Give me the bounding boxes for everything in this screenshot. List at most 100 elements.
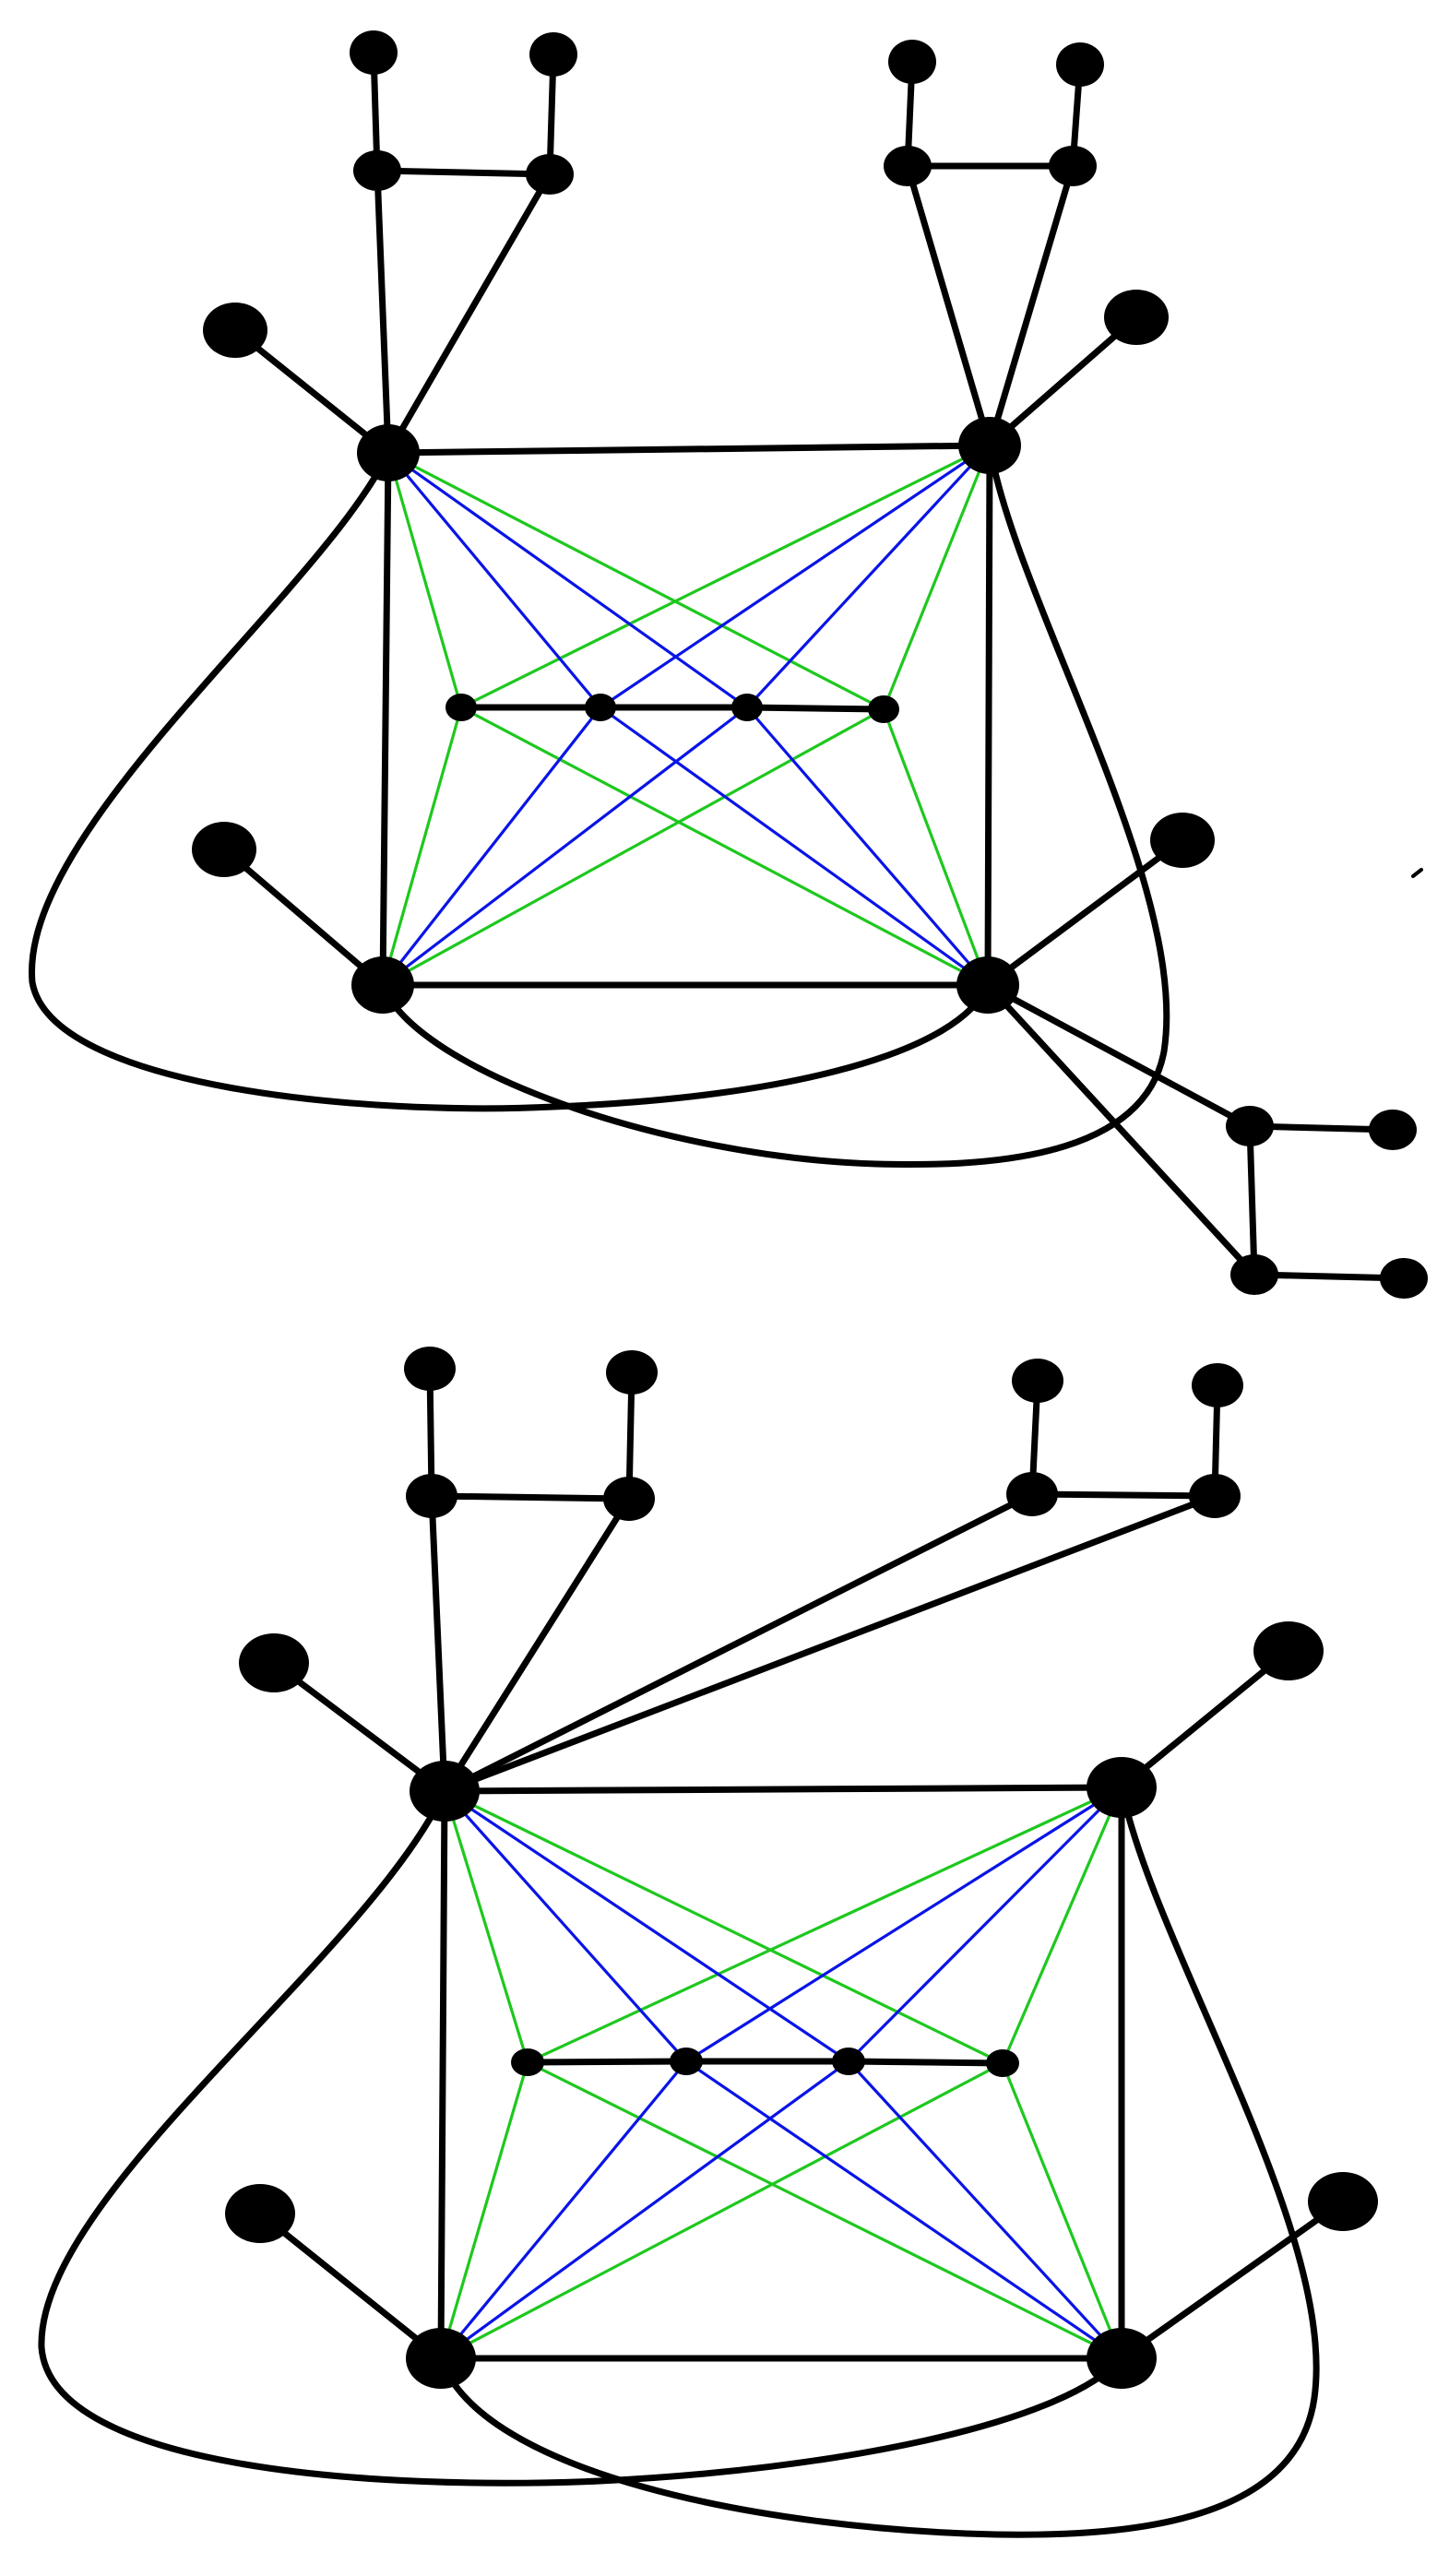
bottom-edge-green-22	[443, 1789, 529, 2064]
top-node-r3	[1230, 1254, 1278, 1295]
bottom-edge-black-12	[441, 1495, 633, 1795]
top-edge-black-16	[904, 162, 993, 449]
top-edge-blue-39	[381, 706, 602, 987]
bottom-edge-green-24	[526, 1786, 1123, 2064]
top-edge-black-20	[220, 846, 386, 989]
top-node-bl	[351, 956, 414, 1014]
bottom-edge-black-20	[256, 2210, 445, 2362]
top-edge-black-18	[232, 326, 392, 457]
top-node-lbr	[1150, 813, 1215, 868]
top-edge-black-11	[374, 167, 392, 457]
bottom-edge-black-11	[428, 1492, 448, 1795]
top-edge-black-24	[1246, 1122, 1258, 1278]
bottom-edge-green-27	[439, 2061, 1004, 2360]
bottom-node-a2	[606, 1350, 658, 1395]
top-edge-blue-38	[745, 444, 992, 709]
top-edge-black-17	[986, 162, 1076, 449]
top-edges	[29, 49, 1407, 1282]
bottom-edge-black-18	[270, 1659, 448, 1795]
top-edge-green-31	[381, 706, 463, 987]
top-edge-blue-40	[381, 706, 749, 987]
bottom-edge-blue-33	[847, 1786, 1123, 2063]
top-node-a1	[350, 30, 398, 75]
top-node-b1	[888, 40, 936, 84]
top-curved-edge-1	[29, 449, 992, 1112]
top-edge-black-1	[385, 442, 993, 457]
top-node-tr	[958, 417, 1021, 474]
top-edge-black-19	[986, 314, 1140, 449]
bottom-edge-black-5	[524, 2058, 690, 2066]
bottom-node-ltr	[1253, 1621, 1324, 1680]
bottom-node-lbl	[225, 2184, 295, 2243]
bottom-node-b4	[1189, 1474, 1241, 1518]
bottom-edge-black-15	[1028, 1490, 1218, 1500]
bottom-edge-blue-30	[443, 1789, 688, 2063]
top-node-a3	[353, 150, 401, 191]
top-node-b2	[1056, 42, 1104, 87]
top-edge-black-7	[743, 704, 887, 713]
top-graph	[29, 30, 1428, 1299]
bottom-node-m3	[832, 2048, 865, 2075]
bottom-edge-green-28	[526, 2060, 1123, 2360]
top-node-m3	[731, 694, 763, 721]
top-node-m1	[445, 694, 477, 721]
top-node-a4	[526, 154, 574, 195]
bottom-edge-black-21	[1118, 2198, 1347, 2362]
top-edge-black-4	[379, 449, 392, 989]
bottom-node-b2	[1192, 1363, 1243, 1407]
top-node-ltl	[203, 303, 267, 358]
top-edge-blue-36	[386, 451, 749, 709]
bottom-node-bl	[406, 2328, 476, 2389]
top-edge-black-26	[1251, 1271, 1407, 1282]
top-curved-edge-2	[379, 442, 1170, 1169]
bottom-edge-blue-37	[847, 2060, 1123, 2360]
top-node-b4	[1049, 146, 1097, 186]
bottom-edge-black-4	[437, 1787, 448, 2362]
top-node-m2	[585, 694, 616, 721]
top-node-r4	[1380, 1258, 1428, 1299]
top-node-m4	[868, 695, 899, 723]
bottom-edge-blue-35	[439, 2060, 850, 2360]
bottom-node-ltl	[239, 1633, 309, 1692]
top-node-lbl	[192, 822, 256, 877]
bottom-edge-green-25	[1001, 1786, 1123, 2065]
bottom-edges	[38, 1365, 1347, 2538]
bottom-edge-black-7	[845, 2058, 1006, 2067]
bottom-node-m1	[511, 2048, 544, 2076]
top-edge-green-28	[386, 451, 885, 711]
bottom-node-tr	[1087, 1757, 1157, 1818]
bottom-curved-edge-2	[437, 1784, 1320, 2538]
bottom-graph	[38, 1347, 1378, 2538]
top-edge-green-27	[386, 451, 463, 709]
bottom-edge-green-29	[1001, 2061, 1123, 2360]
top-node-r1	[1226, 1106, 1274, 1146]
top-node-a2	[529, 32, 577, 77]
top-edge-black-10	[374, 167, 553, 178]
top-edge-blue-42	[745, 706, 990, 987]
bottom-node-a3	[406, 1474, 457, 1518]
top-node-tl	[357, 424, 420, 481]
bottom-edge-black-17	[441, 1492, 1218, 1795]
top-edge-green-32	[381, 707, 885, 987]
top-edge-black-23	[984, 981, 1258, 1278]
top-edge-black-2	[984, 442, 993, 989]
bottom-node-a1	[404, 1347, 456, 1391]
bottom-nodes	[225, 1347, 1378, 2389]
bottom-node-a4	[603, 1477, 655, 1521]
bottom-node-m4	[986, 2049, 1019, 2077]
bottom-node-b1	[1012, 1359, 1063, 1403]
bottom-node-m2	[670, 2048, 703, 2075]
bottom-edge-black-16	[441, 1490, 1036, 1795]
top-node-b3	[884, 146, 932, 186]
bottom-edge-black-10	[428, 1492, 633, 1502]
top-edge-black-12	[385, 171, 553, 457]
top-node-ltr	[1104, 290, 1169, 345]
top-edge-green-33	[459, 706, 990, 987]
top-nodes	[192, 30, 1428, 1299]
top-node-r2	[1369, 1110, 1417, 1150]
top-stray-mark	[1411, 868, 1423, 878]
bottom-edge-black-19	[1118, 1647, 1292, 1791]
top-edge-green-34	[882, 707, 990, 987]
bottom-node-lbr	[1308, 2172, 1378, 2231]
